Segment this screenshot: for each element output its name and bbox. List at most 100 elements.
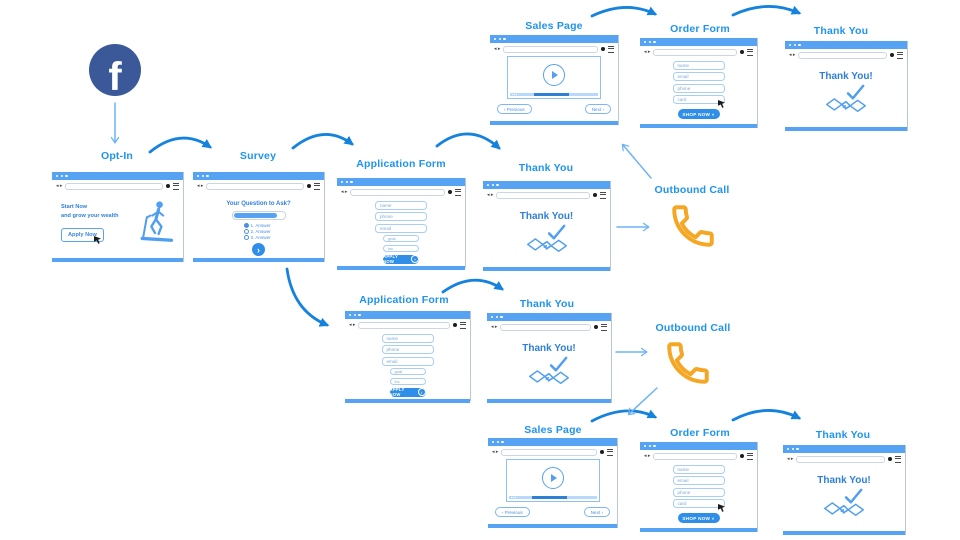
card-field[interactable]: card — [672, 95, 725, 104]
video-progress-bar[interactable] — [508, 495, 597, 499]
url-bar[interactable] — [653, 452, 737, 460]
back-forward-icon[interactable] — [644, 50, 650, 55]
apply-now-button[interactable]: Apply Now — [61, 228, 104, 242]
phone-field[interactable]: phone — [672, 487, 725, 497]
profile-dot-icon[interactable] — [740, 454, 744, 458]
radio-icon[interactable] — [243, 229, 249, 234]
window-footer — [337, 265, 465, 270]
profile-dot-icon[interactable] — [448, 190, 452, 194]
name-field[interactable]: name — [672, 60, 725, 70]
survey-next-button[interactable]: › — [252, 243, 265, 256]
back-forward-icon[interactable] — [341, 190, 347, 195]
profile-dot-icon[interactable] — [601, 47, 605, 51]
hamburger-menu-icon[interactable] — [314, 182, 320, 190]
hamburger-menu-icon[interactable] — [600, 191, 606, 199]
profile-dot-icon[interactable] — [888, 457, 892, 461]
name-field[interactable]: name — [672, 464, 725, 474]
back-forward-icon[interactable] — [56, 184, 62, 189]
radio-selected-icon[interactable] — [243, 223, 249, 228]
email-field[interactable]: email — [375, 223, 427, 233]
url-bar[interactable] — [206, 182, 304, 190]
hamburger-menu-icon[interactable] — [455, 188, 461, 196]
name-field[interactable]: name — [381, 333, 434, 343]
shop-now-button[interactable]: SHOP NOW » — [677, 109, 720, 119]
card-field[interactable]: card — [672, 499, 725, 508]
apply-now-button[interactable]: APPLY NOW › — [389, 387, 426, 397]
hamburger-menu-icon[interactable] — [608, 45, 614, 53]
name-field[interactable]: name — [375, 200, 427, 210]
hamburger-menu-icon[interactable] — [460, 321, 466, 329]
profile-dot-icon[interactable] — [593, 193, 597, 197]
hamburger-menu-icon[interactable] — [601, 323, 607, 331]
survey-option[interactable]: 3. Answer — [243, 235, 274, 240]
url-bar[interactable] — [358, 321, 450, 329]
url-bar[interactable] — [796, 455, 885, 463]
profile-dot-icon[interactable] — [600, 450, 604, 454]
profile-dot-icon[interactable] — [453, 323, 457, 327]
url-bar[interactable] — [653, 48, 737, 56]
window-toolbar — [640, 450, 757, 462]
facebook-icon[interactable]: f — [89, 44, 141, 96]
previous-button[interactable]: ‹ Previous — [497, 104, 532, 115]
cursor-pointer-icon — [718, 504, 725, 512]
goal-field[interactable]: goal — [389, 368, 426, 375]
profile-dot-icon[interactable] — [740, 50, 744, 54]
hamburger-menu-icon[interactable] — [895, 455, 901, 463]
window-footer — [193, 258, 324, 262]
back-forward-icon[interactable] — [197, 184, 203, 189]
survey-option[interactable]: 1. Answer — [243, 223, 274, 228]
window-toolbar — [345, 319, 470, 331]
email-field[interactable]: email — [672, 476, 725, 485]
next-button[interactable]: Next › — [584, 104, 611, 115]
url-bar[interactable] — [496, 191, 590, 199]
application-form-content: name phone email goal inc APPLY NOW › — [345, 331, 470, 397]
goal-field[interactable]: goal — [383, 235, 419, 242]
url-bar[interactable] — [503, 45, 598, 53]
window-footer — [640, 528, 757, 532]
email-field[interactable]: email — [381, 356, 434, 366]
email-field[interactable]: email — [672, 72, 725, 81]
thank-you-content: Thank You! — [483, 201, 610, 265]
profile-dot-icon[interactable] — [890, 53, 894, 57]
hamburger-menu-icon[interactable] — [173, 182, 179, 190]
radio-icon[interactable] — [243, 235, 249, 240]
survey-option[interactable]: 2. Answer — [243, 229, 274, 234]
video-player[interactable] — [505, 459, 600, 502]
phone-field[interactable]: phone — [381, 345, 434, 354]
video-player[interactable] — [507, 56, 601, 99]
url-bar[interactable] — [65, 182, 163, 190]
profile-dot-icon[interactable] — [307, 184, 311, 188]
hamburger-menu-icon[interactable] — [897, 51, 903, 59]
back-forward-icon[interactable] — [644, 454, 650, 459]
url-bar[interactable] — [501, 448, 597, 456]
back-forward-icon[interactable] — [789, 53, 795, 58]
url-bar[interactable] — [350, 188, 445, 196]
back-forward-icon[interactable] — [491, 325, 497, 330]
hamburger-menu-icon[interactable] — [607, 448, 613, 456]
hamburger-menu-icon[interactable] — [747, 48, 753, 56]
profile-dot-icon[interactable] — [166, 184, 170, 188]
back-forward-icon[interactable] — [349, 323, 355, 328]
url-bar[interactable] — [500, 323, 591, 331]
back-forward-icon[interactable] — [494, 47, 500, 52]
play-icon[interactable] — [543, 64, 565, 87]
inc-field[interactable]: inc — [389, 377, 426, 385]
phone-field[interactable]: phone — [672, 83, 725, 93]
apply-now-button[interactable]: APPLY NOW › — [383, 254, 419, 264]
back-forward-icon[interactable] — [787, 457, 793, 462]
back-forward-icon[interactable] — [487, 193, 493, 198]
profile-dot-icon[interactable] — [594, 325, 598, 329]
next-button[interactable]: Next › — [583, 507, 610, 518]
shop-now-button[interactable]: SHOP NOW » — [677, 513, 720, 523]
window-order-form-bottom: name email phone card SHOP NOW » — [640, 442, 758, 532]
hamburger-menu-icon[interactable] — [747, 452, 753, 460]
url-bar[interactable] — [798, 51, 887, 59]
back-forward-icon[interactable] — [492, 450, 498, 455]
video-progress-bar[interactable] — [510, 92, 598, 96]
play-icon[interactable] — [541, 467, 564, 490]
order-form-content: name email phone card SHOP NOW » — [640, 58, 757, 122]
inc-field[interactable]: inc — [383, 244, 419, 252]
previous-button[interactable]: ‹ Previous — [495, 507, 530, 518]
phone-field[interactable]: phone — [375, 212, 427, 221]
phone-icon — [667, 342, 709, 384]
